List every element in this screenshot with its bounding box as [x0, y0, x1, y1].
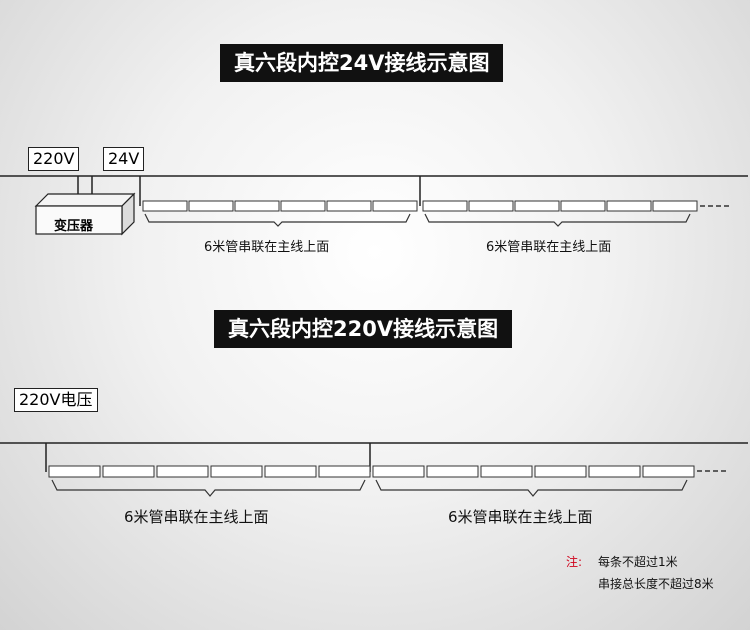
diagram1-tubes: [142, 200, 698, 212]
diagram1-wiring: [0, 175, 748, 206]
diagram2-tubes: [48, 465, 695, 478]
transformer-icon: [34, 192, 136, 236]
note-line2: 串接总长度不超过8米: [598, 577, 714, 591]
note-head: 注:: [566, 555, 583, 569]
group-label-2b: 6米管串联在主线上面: [448, 508, 593, 526]
diagram2-title: 真六段内控220V接线示意图: [214, 310, 513, 348]
group-label-2a: 6米管串联在主线上面: [124, 508, 269, 526]
label-220v: 220V: [28, 147, 80, 171]
diagram1-title: 真六段内控24V接线示意图: [220, 44, 504, 82]
group-label-1b: 6米管串联在主线上面: [486, 240, 612, 255]
group-label-1a: 6米管串联在主线上面: [204, 240, 330, 255]
note-line1: 每条不超过1米: [598, 555, 678, 569]
transformer-label: 变压器: [54, 219, 94, 234]
label-220v-voltage: 220V电压: [14, 388, 98, 412]
label-24v: 24V: [103, 147, 145, 171]
